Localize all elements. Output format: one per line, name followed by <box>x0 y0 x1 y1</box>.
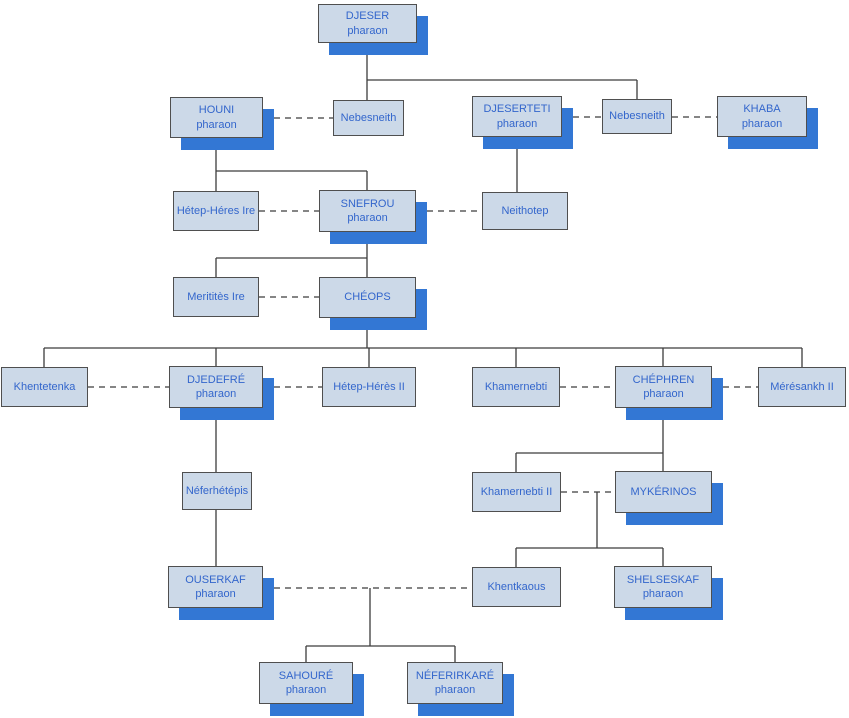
node-neferhetepis[interactable]: Néferhétépis <box>182 472 252 510</box>
node-neithotep[interactable]: Neithotep <box>482 192 568 230</box>
node-cheops[interactable]: CHÉOPS <box>319 277 416 318</box>
person-title: pharaon <box>347 212 388 224</box>
node-chephren[interactable]: CHÉPHREN pharaon <box>615 366 712 408</box>
person-name: SNEFROU <box>340 197 395 210</box>
person-name: MYKÉRINOS <box>630 485 697 498</box>
node-khentetenka[interactable]: Khentetenka <box>1 367 88 407</box>
node-sahoure[interactable]: SAHOURÉ pharaon <box>259 662 353 704</box>
node-ouserkaf[interactable]: OUSERKAF pharaon <box>168 566 263 608</box>
node-djedefre[interactable]: DJEDEFRÉ pharaon <box>169 366 263 408</box>
node-neferirkare[interactable]: NÉFERIRKARÉ pharaon <box>407 662 503 704</box>
node-mykerinos[interactable]: MYKÉRINOS <box>615 471 712 513</box>
person-name: Khamernebti II <box>480 485 553 498</box>
person-name: Mérésankh II <box>770 380 834 393</box>
node-khentkaous[interactable]: Khentkaous <box>472 567 561 607</box>
person-name: Hétep-Hérès II <box>333 380 405 393</box>
person-name: Merititès Ire <box>187 290 245 303</box>
person-name: Khentetenka <box>13 380 76 393</box>
person-title: pharaon <box>196 118 237 131</box>
node-hetep-heres-ire[interactable]: Hétep-Héres Ire <box>173 191 259 231</box>
person-name: Nebesneith <box>340 111 397 124</box>
person-name: KHABA <box>743 103 781 116</box>
node-hetep-heres-ii[interactable]: Hétep-Hérès II <box>322 367 416 407</box>
person-name: CHÉPHREN <box>632 373 695 386</box>
node-khamernebti-ii[interactable]: Khamernebti II <box>472 472 561 512</box>
person-name: Khamernebti <box>484 380 548 393</box>
person-title: pharaon <box>643 388 684 400</box>
person-name: DJESERTETI <box>483 103 551 116</box>
person-name: Khentkaous <box>487 580 546 593</box>
person-name: OUSERKAF <box>185 573 246 586</box>
person-name: DJESER <box>345 10 390 23</box>
node-shelseskaf[interactable]: SHELSESKAF pharaon <box>614 566 712 608</box>
node-meresankh-ii[interactable]: Mérésankh II <box>758 367 846 407</box>
node-nebesneith-2[interactable]: Nebesneith <box>602 99 672 134</box>
person-name: Nebesneith <box>609 110 665 123</box>
person-title: pharaon <box>195 588 236 600</box>
person-title: pharaon <box>642 588 684 600</box>
node-khamernebti[interactable]: Khamernebti <box>472 367 560 407</box>
person-name: SHELSESKAF <box>626 573 700 586</box>
person-name: CHÉOPS <box>344 291 391 304</box>
person-name: SAHOURÉ <box>278 669 334 682</box>
person-title: pharaon <box>195 388 237 400</box>
node-snefrou[interactable]: SNEFROU pharaon <box>319 190 416 232</box>
person-title: pharaon <box>741 117 783 130</box>
node-meritites-ire[interactable]: Merititès Ire <box>173 277 259 317</box>
person-name: DJEDEFRÉ <box>186 373 246 386</box>
person-title: pharaon <box>434 684 476 696</box>
person-title: pharaon <box>347 24 388 37</box>
person-name: Hétep-Héres Ire <box>176 204 256 217</box>
person-name: Néferhétépis <box>185 484 249 497</box>
person-name: NÉFERIRKARÉ <box>415 669 495 682</box>
person-title: pharaon <box>496 117 538 130</box>
person-name: Neithotep <box>501 204 549 217</box>
node-nebesneith-1[interactable]: Nebesneith <box>333 100 404 136</box>
person-title: pharaon <box>285 684 327 696</box>
person-name: HOUNI <box>198 104 235 117</box>
